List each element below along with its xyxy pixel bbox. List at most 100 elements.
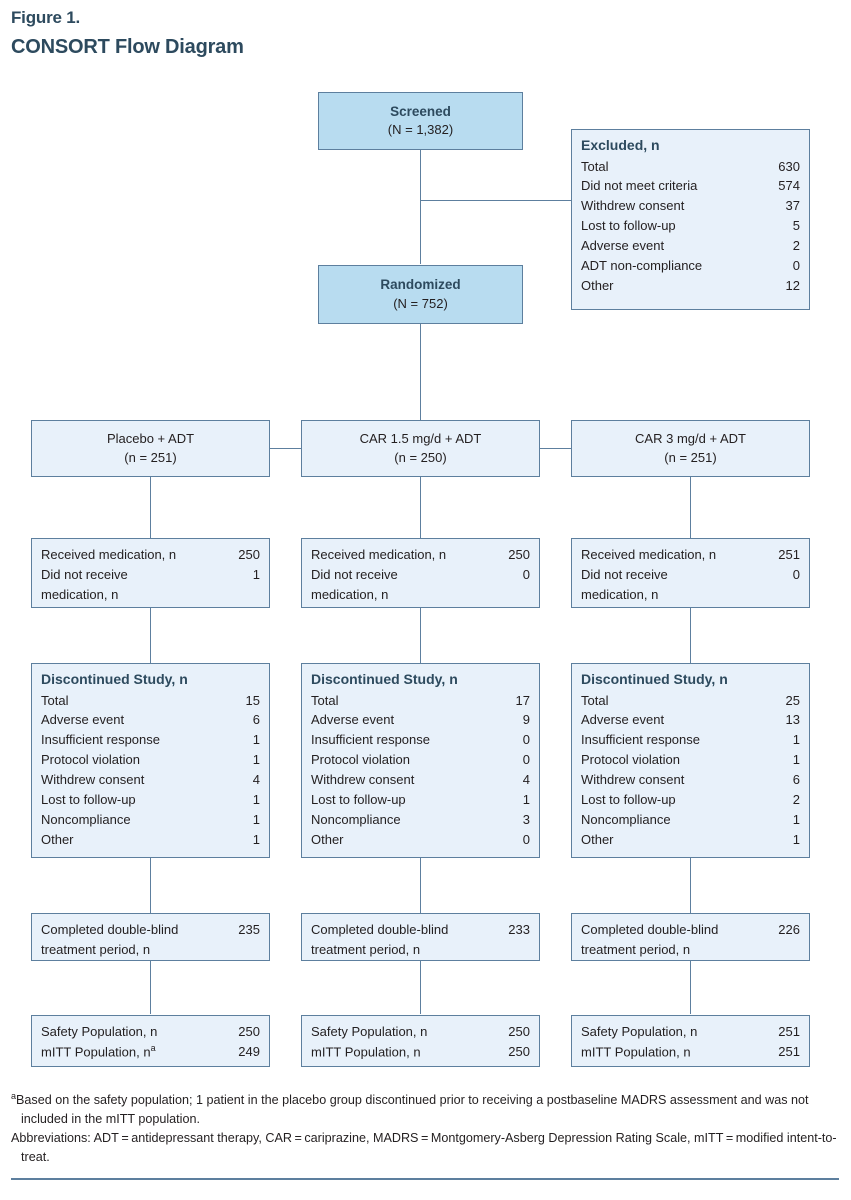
discontinued-heading: Discontinued Study, n xyxy=(581,671,728,687)
discontinued-row-label: Total xyxy=(311,692,339,708)
not-received-value: 0 xyxy=(522,566,530,582)
excluded-row-value: 0 xyxy=(792,257,800,273)
excluded-row-value: 630 xyxy=(778,158,800,174)
received-medication-value: 250 xyxy=(238,547,260,562)
excluded-row-value: 37 xyxy=(785,198,800,214)
completed-label-line2: treatment period, n xyxy=(311,941,421,957)
excluded-row-label: Total xyxy=(581,158,609,174)
discontinued-row-label: Withdrew consent xyxy=(311,772,415,788)
table-row: 0 Did not receive medication, n xyxy=(581,565,800,605)
bottom-rule xyxy=(11,1178,839,1180)
connector-placebo-completed-to-populations xyxy=(150,960,151,1014)
discontinued-row-label: Noncompliance xyxy=(581,811,671,827)
not-received-label-line2: medication, n xyxy=(311,586,389,602)
discontinued-row-value: 1 xyxy=(792,732,800,748)
discontinued-row-value: 1 xyxy=(252,752,260,768)
discontinued-row-label: Insufficient response xyxy=(41,732,160,748)
footnote-a-text: Based on the safety population; 1 patien… xyxy=(16,1093,809,1126)
safety-population-value: 251 xyxy=(778,1024,800,1039)
completed-label-line1: Completed double-blind xyxy=(41,922,179,937)
discontinued-row-value: 1 xyxy=(792,811,800,827)
safety-population-label: Safety Population, n xyxy=(311,1024,428,1039)
connector-car15-discontinued-to-completed xyxy=(420,858,421,914)
randomized-subtitle: (N = 752) xyxy=(393,295,448,311)
excluded-row-label: Withdrew consent xyxy=(581,198,685,214)
discontinued-row-label: Insufficient response xyxy=(581,732,700,748)
discontinued-row-value: 4 xyxy=(252,772,260,788)
table-row: Received medication, n 251 xyxy=(581,545,800,565)
arm-n: (n = 250) xyxy=(394,449,447,465)
discontinued-row-value: 1 xyxy=(252,811,260,827)
connector-car15-arm-to-medication xyxy=(420,477,421,539)
completed-label-line2: treatment period, n xyxy=(581,941,691,957)
discontinued-row-label: Other xyxy=(311,831,344,847)
table-row: Completed double-blind treatment period,… xyxy=(41,920,260,960)
not-received-value: 0 xyxy=(792,566,800,582)
node-screened: Screened (N = 1,382) xyxy=(318,92,523,150)
connector-placebo-medication-to-discontinued xyxy=(150,608,151,663)
mitt-population-value: 251 xyxy=(778,1044,800,1060)
discontinued-row-label: Withdrew consent xyxy=(581,772,685,788)
discontinued-row-value: 3 xyxy=(522,811,530,827)
connector-randomized-to-arms xyxy=(420,324,421,420)
completed-value: 233 xyxy=(508,922,530,937)
figure-title: CONSORT Flow Diagram xyxy=(11,36,244,58)
discontinued-row-label: Protocol violation xyxy=(581,752,680,768)
connector-car3-completed-to-populations xyxy=(690,960,691,1014)
node-randomized: Randomized (N = 752) xyxy=(318,265,523,324)
randomized-title: Randomized xyxy=(380,277,461,293)
discontinued-row-value: 1 xyxy=(792,752,800,768)
arm-name: CAR 3 mg/d + ADT xyxy=(635,430,746,446)
footnote-abbreviations: Abbreviations: ADT = antidepressant ther… xyxy=(11,1131,837,1165)
excluded-row-value: 5 xyxy=(792,218,800,234)
table-row: Withdrew consent 4 xyxy=(41,770,260,790)
excluded-heading: Excluded, n xyxy=(581,137,660,153)
excluded-row-value: 574 xyxy=(778,178,800,194)
discontinued-row-label: Other xyxy=(581,831,614,847)
footnote-a: aBased on the safety population; 1 patie… xyxy=(11,1090,839,1128)
discontinued-row-label: Total xyxy=(41,692,69,708)
discontinued-row-value: 6 xyxy=(252,712,260,728)
safety-population-value: 250 xyxy=(238,1024,260,1039)
discontinued-row-label: Adverse event xyxy=(581,712,665,728)
discontinued-row-value: 17 xyxy=(515,692,530,708)
completed-box-placebo: Completed double-blind treatment period,… xyxy=(31,913,270,961)
arm-name: Placebo + ADT xyxy=(106,430,195,446)
table-row: Adverse event 13 xyxy=(581,710,800,730)
received-medication-label: Received medication, n xyxy=(581,547,717,562)
discontinued-row-label: Withdrew consent xyxy=(41,772,145,788)
received-medication-value: 251 xyxy=(778,547,800,562)
discontinued-row-value: 0 xyxy=(522,752,530,768)
excluded-row-value: 12 xyxy=(785,277,800,293)
connector-car15-completed-to-populations xyxy=(420,960,421,1014)
connector-center-to-right-arm xyxy=(539,448,572,449)
discontinued-row-label: Protocol violation xyxy=(311,752,410,768)
mitt-population-value: 250 xyxy=(508,1044,530,1060)
connector-car3-arm-to-medication xyxy=(690,477,691,539)
safety-population-label: Safety Population, n xyxy=(41,1024,158,1039)
connector-placebo-discontinued-to-completed xyxy=(150,858,151,914)
discontinued-row-value: 13 xyxy=(785,712,800,728)
footnote-marker: a xyxy=(11,1091,17,1101)
discontinued-row-value: 4 xyxy=(522,772,530,788)
excluded-row-label: Adverse event xyxy=(581,238,665,254)
table-row: Completed double-blind treatment period,… xyxy=(311,920,530,960)
connector-placebo-arm-to-medication xyxy=(150,477,151,539)
